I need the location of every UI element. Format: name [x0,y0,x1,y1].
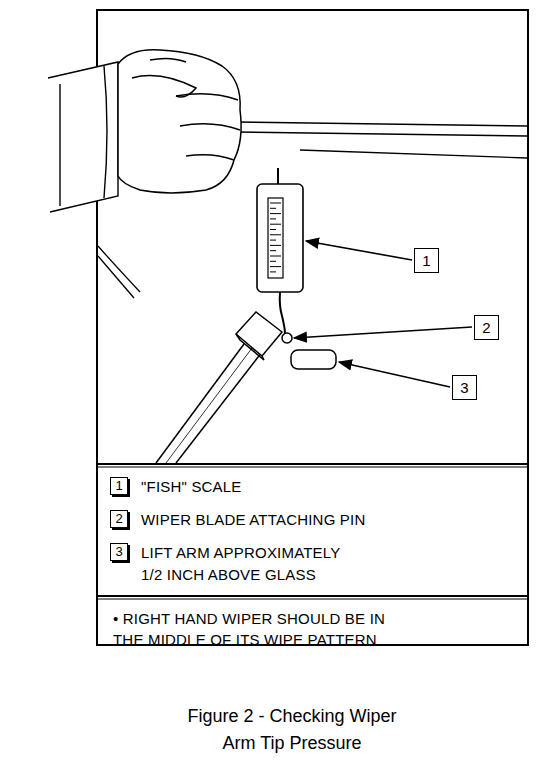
scale-tick [270,213,281,214]
cuff-line [104,66,107,198]
panel-divider [97,595,528,597]
callout-number: 2 [482,319,490,336]
legend-entry: 1 "FISH" SCALE [110,476,242,498]
callout-number: 1 [422,252,430,269]
scale-tick [270,261,276,262]
scale-tick [270,240,276,241]
finger-crease [180,124,240,130]
leader-line [306,241,412,260]
blade-attaching-pin [282,333,292,343]
glass-edge [300,150,527,158]
scale-tick [270,203,281,204]
callout-number: 1 [110,477,128,495]
note-text: • RIGHT HAND WIPER SHOULD BE IN THE MIDD… [113,608,411,650]
panel-divider [97,599,528,600]
leader-lines [294,241,472,387]
thumb-line [132,76,196,97]
sleeve-fold [59,84,60,206]
moulding-line [236,122,527,126]
part-name: LIFT ARM APPROXIMATELY 1/2 INCH ABOVE GL… [141,542,359,586]
panel-divider [97,463,528,465]
part-name: WIPER BLADE ATTACHING PIN [141,509,365,531]
arm-tip-edge [236,334,264,360]
panel-divider [97,467,528,468]
figure-caption: Figure 2 - Checking Wiper Arm Tip Pressu… [172,703,412,757]
glass-edge [98,256,134,298]
wiper-arm [156,312,336,463]
sleeve-outline [48,62,118,212]
scale-tick [270,256,281,257]
sleeve [48,62,118,212]
scale-tick [270,224,281,225]
callout-box: 1 [414,248,439,273]
legend-entry: 3 LIFT ARM APPROXIMATELY 1/2 INCH ABOVE G… [110,542,359,586]
callout-number: 2 [110,510,128,528]
scale-tick [270,234,281,235]
legend-entry: 2 WIPER BLADE ATTACHING PIN [110,509,365,531]
scale-tick [270,229,276,230]
fish-scale [257,168,303,334]
arm-channel [156,344,244,463]
scale-ticks [270,203,281,272]
part-name: "FISH" SCALE [141,476,242,498]
scale-hook [280,292,285,334]
fist-outline [118,50,241,193]
scale-tick [270,218,276,219]
figure-frame [97,10,528,645]
arm-tip [236,312,282,356]
scale-tick [270,245,281,246]
note-panel: • RIGHT HAND WIPER SHOULD BE IN THE MIDD… [97,601,528,653]
finger-crease [186,155,234,160]
leader-line [294,327,472,338]
lift-gap-marker [291,350,336,369]
callout-box: 3 [452,375,477,400]
glass-edge [98,246,140,292]
arm-channel [166,348,252,463]
callout-number: 3 [110,543,128,561]
scale-body [257,184,303,292]
leader-line [339,362,450,387]
scale-tick [270,266,281,267]
callout-box: 2 [474,315,499,340]
scale-tick [270,271,276,272]
moulding-line [236,132,527,136]
scale-tick [270,250,276,251]
scale-window [268,198,283,278]
arm-channel [176,352,262,463]
callout-number: 3 [460,379,468,396]
knuckle-line [150,58,186,62]
hand [118,50,241,193]
scale-tick [270,208,276,209]
